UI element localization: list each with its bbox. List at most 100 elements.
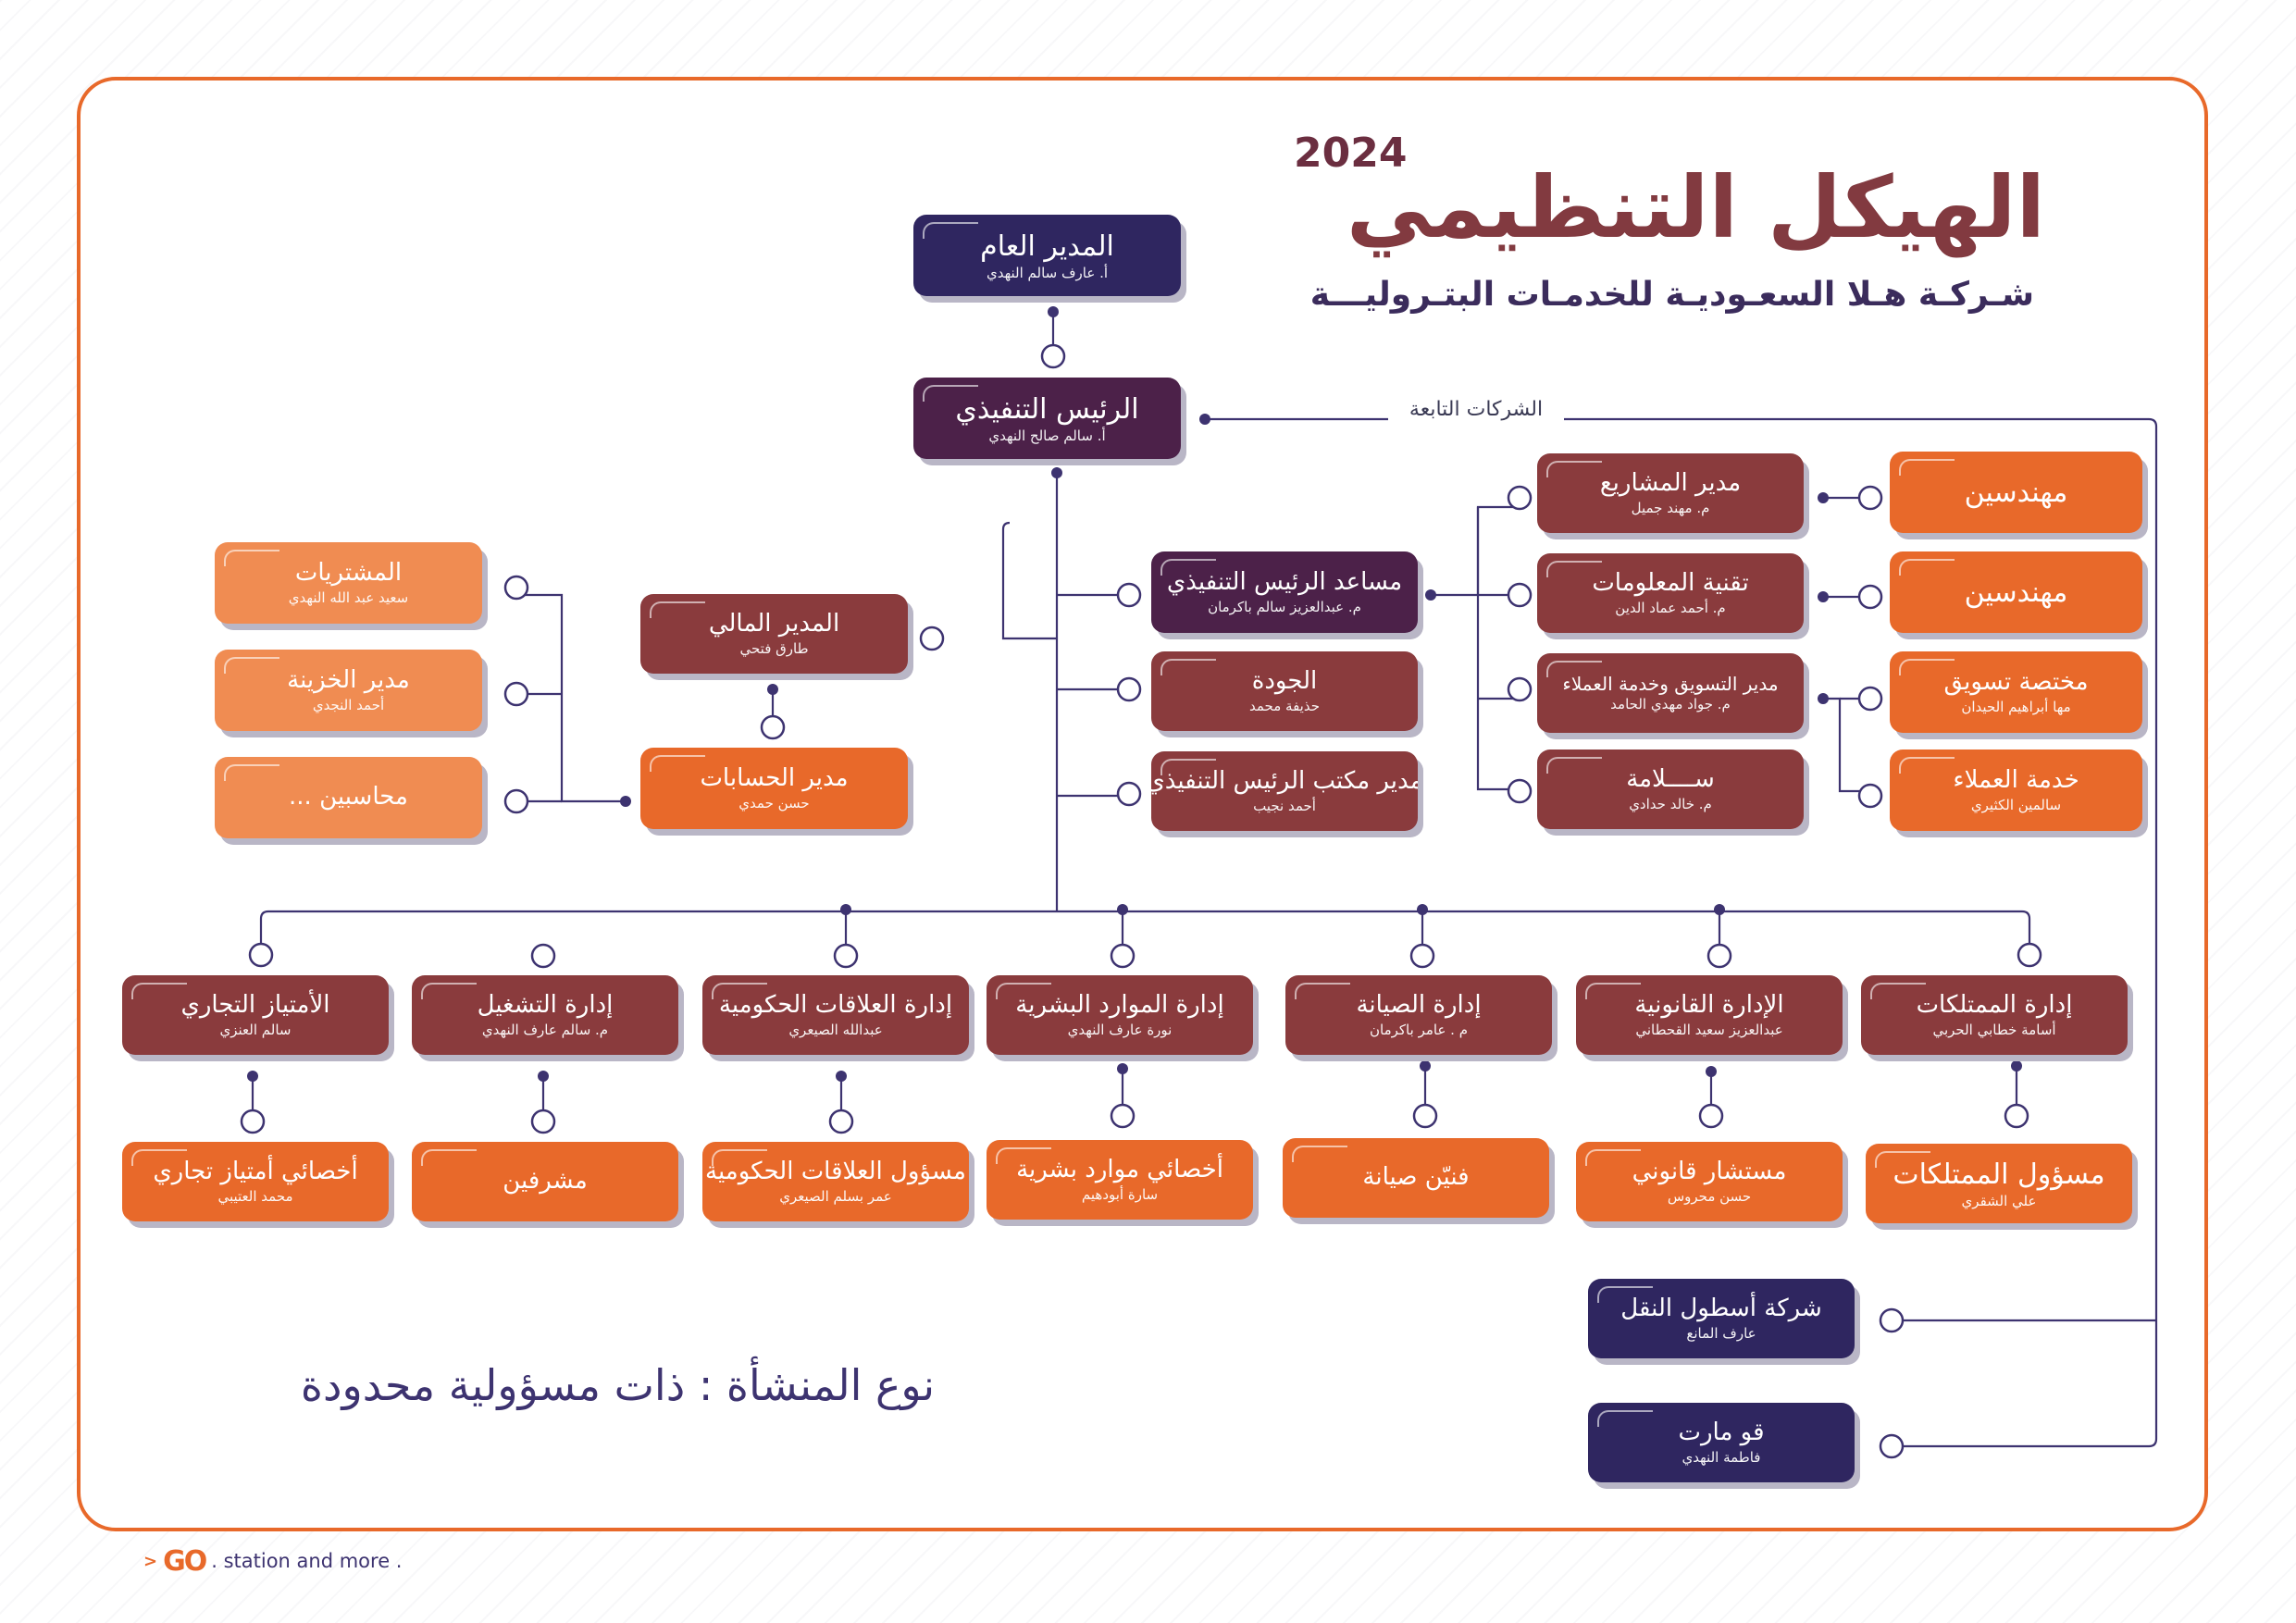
box-it[interactable]: تقنية المعلومات م. أحمد عماد الدين — [1537, 553, 1804, 633]
box-name: حسن محروس — [1667, 1188, 1752, 1206]
box-title: مهندسين — [1964, 576, 2068, 609]
box-title: مشرفين — [503, 1167, 588, 1196]
chart-title: الهيكل التنظيمي — [1346, 158, 2045, 257]
box-title: ســــلامة — [1626, 765, 1715, 794]
box-title: مدير الخزينة — [287, 666, 410, 695]
box-title: إدارة الصيانة — [1356, 991, 1482, 1020]
box-name: حذيفة محمد — [1249, 698, 1320, 715]
box-name: أسامة خطابي الحربي — [1932, 1022, 2056, 1039]
box-title: أخصائي أمتياز تجاري — [153, 1158, 358, 1186]
box-name: م. خالد حدادي — [1629, 796, 1712, 813]
box-government-relations-officer[interactable]: مسؤول العلاقات الحكومية عمر بسلم الصيعري — [702, 1142, 969, 1221]
entity-type-note: نوع المنشأة : ذات مسؤولية محدودة — [300, 1360, 935, 1410]
brand-tagline: . station and more . — [211, 1550, 403, 1572]
box-name: م. أحمد عماد الدين — [1615, 600, 1726, 617]
box-name: م . عامر باكرمان — [1370, 1022, 1468, 1039]
box-title: إدارة العلاقات الحكومية — [718, 991, 953, 1020]
box-engineers-it[interactable]: مهندسين — [1890, 551, 2142, 633]
box-name: أ. سالم صالح النهدي — [988, 427, 1106, 444]
box-title: الرئيس التنفيذي — [955, 392, 1139, 426]
box-title: المدير العام — [980, 229, 1114, 263]
box-ceo[interactable]: الرئيس التنفيذي أ. سالم صالح النهدي — [913, 378, 1181, 459]
box-name: عبدالعزيز سعيد القحطاني — [1635, 1022, 1783, 1039]
box-title: مسؤول الممتلكات — [1893, 1158, 2105, 1191]
box-go-mart[interactable]: قو مارت فاطمة النهدي — [1588, 1403, 1855, 1482]
box-cfo[interactable]: المدير المالي طارق فتحي — [640, 594, 908, 674]
box-dept-government-relations[interactable]: إدارة العلاقات الحكومية عبدالله الصيعري — [702, 975, 969, 1055]
box-name: عارف المانع — [1686, 1325, 1756, 1343]
box-name: أ. عارف سالم النهدي — [986, 264, 1109, 281]
box-quality[interactable]: الجودة حذيفة محمد — [1151, 651, 1418, 731]
brand-go: GO — [163, 1544, 207, 1578]
box-title: تقنية المعلومات — [1592, 569, 1749, 598]
box-title: الإدارة القانونية — [1634, 991, 1784, 1020]
box-name: فاطمة النهدي — [1682, 1449, 1761, 1467]
box-title: إدارة الممتلكات — [1916, 991, 2073, 1020]
box-title: شركة أسطول النقل — [1620, 1295, 1822, 1323]
box-title: محاسبين ... — [289, 783, 408, 812]
box-title: إدارة الموارد البشرية — [1015, 991, 1224, 1020]
box-title: مدير التسويق وخدمة العملاء — [1562, 673, 1779, 696]
box-name: عبدالله الصيعري — [788, 1022, 883, 1039]
box-title: المشتريات — [294, 559, 403, 588]
box-marketing-manager[interactable]: مدير التسويق وخدمة العملاء م. جواد مهدي … — [1537, 653, 1804, 733]
box-dept-franchise[interactable]: الأمتياز التجاري سالم العنزي — [122, 975, 389, 1055]
box-projects-manager[interactable]: مدير المشاريع م. مهند جميل — [1537, 453, 1804, 533]
box-legal-advisor[interactable]: مستشار قانوني حسن محروس — [1576, 1142, 1843, 1221]
box-dept-operations[interactable]: إدارة التشغيل م. سالم عارف النهدي — [412, 975, 678, 1055]
box-accounts-manager[interactable]: مدير الحسابات حسن حمدي — [640, 748, 908, 829]
box-dept-legal[interactable]: الإدارة القانونية عبدالعزيز سعيد القحطان… — [1576, 975, 1843, 1055]
box-name: م. مهند جميل — [1631, 500, 1710, 517]
subsidiaries-label: الشركات التابعة — [1388, 398, 1564, 421]
box-name: م. سالم عارف النهدي — [481, 1022, 609, 1039]
box-treasury[interactable]: مدير الخزينة أحمد النجدي — [215, 650, 482, 731]
box-name: طارق فتحي — [739, 640, 809, 658]
box-marketing-specialist[interactable]: مختصة تسويق مها أبراهيم الحيدان — [1890, 651, 2142, 733]
box-title: الأمتياز التجاري — [180, 991, 330, 1020]
box-general-manager[interactable]: المدير العام أ. عارف سالم النهدي — [913, 215, 1181, 296]
box-franchise-specialist[interactable]: أخصائي أمتياز تجاري محمد العتيبي — [122, 1142, 389, 1221]
box-safety[interactable]: ســــلامة م. خالد حدادي — [1537, 750, 1804, 829]
box-transport-fleet-company[interactable]: شركة أسطول النقل عارف المانع — [1588, 1279, 1855, 1358]
box-dept-maintenance[interactable]: إدارة الصيانة م . عامر باكرمان — [1285, 975, 1552, 1055]
box-name: علي الشقري — [1961, 1192, 2037, 1209]
box-title: مدير مكتب الرئيس التنفيذي — [1151, 767, 1418, 796]
box-name: سارة أبودهيم — [1081, 1186, 1159, 1204]
box-ceo-assistant[interactable]: مساعد الرئيس التنفيذي م. عبدالعزيز سالم … — [1151, 551, 1418, 633]
box-hr-specialist[interactable]: أخصائي موارد بشرية سارة أبودهيم — [987, 1140, 1253, 1220]
box-title: أخصائي موارد بشرية — [1016, 1156, 1223, 1184]
box-name: محمد العتيبي — [217, 1188, 293, 1206]
box-purchases[interactable]: المشتريات سعيد عبد الله النهدي — [215, 542, 482, 624]
box-name: سالمين الكثيري — [1970, 797, 2062, 814]
box-name: عمر بسلم الصيعري — [779, 1188, 892, 1206]
box-title: مهندسين — [1964, 476, 2068, 509]
box-ceo-office-manager[interactable]: مدير مكتب الرئيس التنفيذي أحمد نجيب — [1151, 751, 1418, 831]
box-customer-service[interactable]: خدمة العملاء سالمين الكثيري — [1890, 750, 2142, 831]
box-name: م. جواد مهدي الحامد — [1610, 696, 1731, 713]
box-title: خدمة العملاء — [1953, 766, 2079, 795]
box-properties-officer[interactable]: مسؤول الممتلكات علي الشقري — [1866, 1144, 2132, 1223]
box-title: الجودة — [1251, 667, 1318, 696]
box-name: مها أبراهيم الحيدان — [1961, 699, 2071, 716]
box-supervisors[interactable]: مشرفين — [412, 1142, 678, 1221]
box-accountants[interactable]: محاسبين ... — [215, 757, 482, 838]
box-name: حسن حمدي — [738, 795, 810, 812]
box-title: المدير المالي — [708, 610, 840, 638]
box-maintenance-technicians[interactable]: فنيّن صيانة — [1283, 1138, 1549, 1218]
box-title: إدارة التشغيل — [477, 991, 614, 1020]
box-engineers-projects[interactable]: مهندسين — [1890, 452, 2142, 533]
box-title: فنيّن صيانة — [1362, 1163, 1470, 1192]
box-name: سعيد عبد الله النهدي — [288, 589, 409, 607]
box-dept-hr[interactable]: إدارة الموارد البشرية نورة عارف النهدي — [987, 975, 1253, 1055]
box-name: أحمد النجدي — [312, 697, 385, 714]
chevron-right-icon: > — [143, 1551, 158, 1571]
chart-year: 2024 — [1294, 130, 1408, 177]
box-dept-properties[interactable]: إدارة الممتلكات أسامة خطابي الحربي — [1861, 975, 2128, 1055]
box-title: مدير الحسابات — [700, 764, 849, 793]
brand-logo: > GO . station and more . — [143, 1544, 403, 1578]
box-name: نورة عارف النهدي — [1067, 1022, 1173, 1039]
box-title: مسؤول العلاقات الحكومية — [705, 1158, 966, 1186]
box-title: مختصة تسويق — [1943, 668, 2089, 697]
box-title: مستشار قانوني — [1632, 1158, 1787, 1186]
